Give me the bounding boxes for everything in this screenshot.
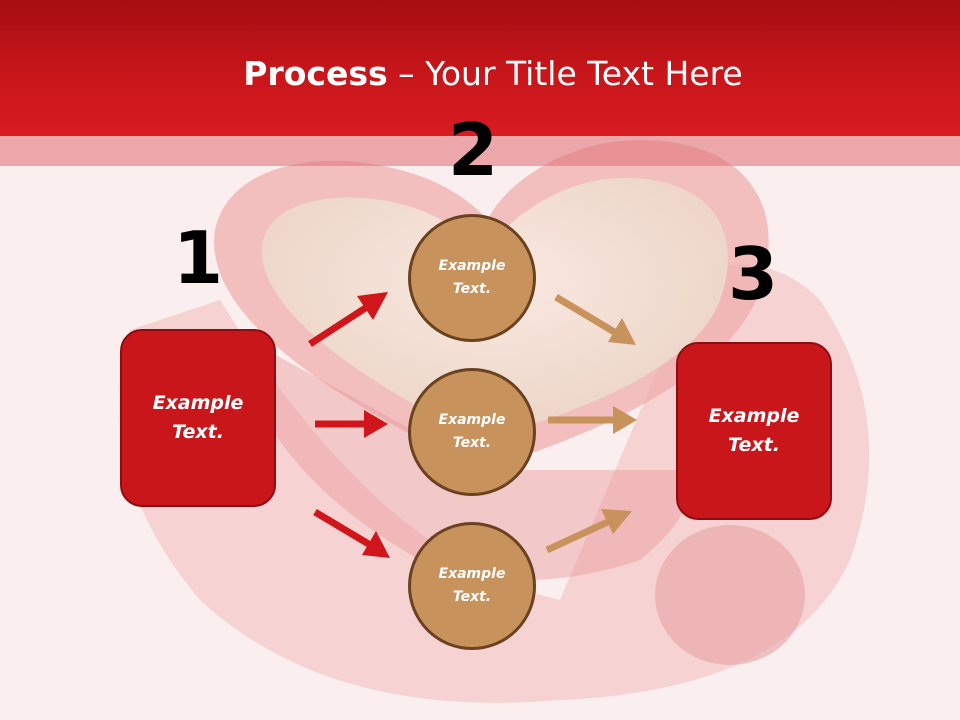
right-box-line-1: Example	[708, 405, 800, 427]
left-box-line-2: Text.	[172, 421, 224, 443]
left-box-line-1: Example	[152, 392, 244, 414]
right-text-box[interactable]: Example Text.	[676, 342, 832, 520]
header-band	[0, 136, 960, 166]
slide-title[interactable]: Process – Your Title Text Here	[0, 52, 960, 96]
circle-middle[interactable]: Example Text.	[408, 368, 536, 496]
circle-top[interactable]: Example Text.	[408, 214, 536, 342]
circle-bottom-line-1: Example	[438, 566, 506, 582]
right-box-line-2: Text.	[728, 434, 780, 456]
header-bar	[0, 0, 960, 136]
left-text-box[interactable]: Example Text.	[120, 329, 276, 507]
step-number-1: 1	[172, 216, 224, 300]
circle-bottom[interactable]: Example Text.	[408, 522, 536, 650]
title-bold: Process	[243, 54, 388, 93]
circle-top-line-1: Example	[438, 258, 506, 274]
circle-bottom-line-2: Text.	[452, 589, 492, 605]
step-number-2: 2	[447, 108, 499, 192]
step-number-3: 3	[727, 232, 779, 316]
title-rest: – Your Title Text Here	[387, 54, 743, 93]
circle-middle-line-2: Text.	[452, 435, 492, 451]
circle-middle-line-1: Example	[438, 412, 506, 428]
circle-top-line-2: Text.	[452, 281, 492, 297]
